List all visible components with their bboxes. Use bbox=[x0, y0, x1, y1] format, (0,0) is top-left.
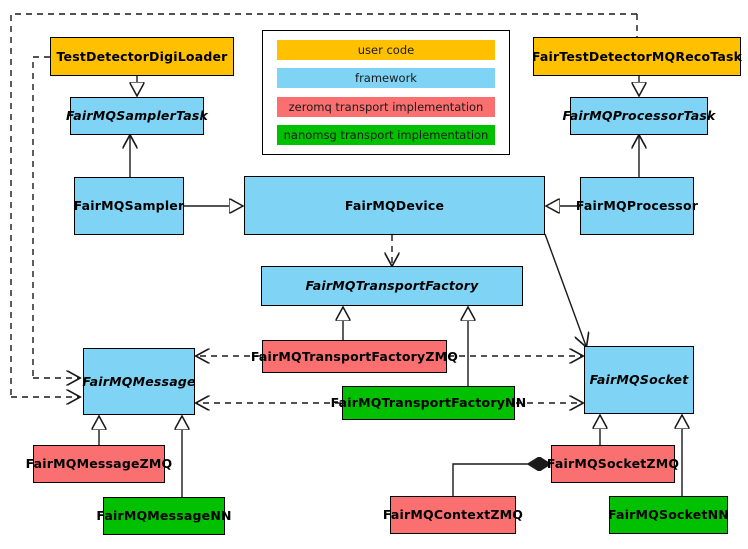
node-label: FairMQTransportFactoryNN bbox=[330, 395, 527, 411]
node-label: FairMQSampler bbox=[73, 198, 185, 214]
node-label: TestDetectorDigiLoader bbox=[56, 48, 228, 64]
node-label: FairMQSocketNN bbox=[608, 507, 729, 523]
node-label: FairMQProcessor bbox=[575, 198, 699, 214]
node-label: FairMQSocket bbox=[589, 372, 689, 388]
node-fairmq-transport-factory[interactable]: FairMQTransportFactory bbox=[261, 266, 523, 306]
node-label: FairMQSocketZMQ bbox=[546, 456, 680, 472]
node-label: FairMQMessage bbox=[82, 373, 196, 389]
node-fairmq-socket-nn[interactable]: FairMQSocketNN bbox=[608, 496, 729, 534]
node-fairmq-sampler[interactable]: FairMQSampler bbox=[74, 177, 184, 235]
legend-item-user-code: user code bbox=[277, 40, 495, 60]
node-label: FairMQSamplerTask bbox=[65, 108, 209, 124]
inner-dashed-frame bbox=[32, 56, 50, 378]
node-fairmq-message-nn[interactable]: FairMQMessageNN bbox=[96, 497, 231, 535]
node-label: FairMQMessageNN bbox=[96, 508, 232, 524]
node-label: FairMQContextZMQ bbox=[382, 507, 524, 523]
node-fairmq-sampler-task[interactable]: FairMQSamplerTask bbox=[66, 97, 208, 135]
node-label: FairMQMessageZMQ bbox=[25, 456, 173, 472]
node-fairmq-socket-zmq[interactable]: FairMQSocketZMQ bbox=[547, 445, 679, 483]
node-fairmq-processor[interactable]: FairMQProcessor bbox=[576, 177, 698, 235]
node-label: FairMQTransportFactory bbox=[305, 278, 479, 294]
node-fairmq-processor-task[interactable]: FairMQProcessorTask bbox=[562, 97, 715, 135]
legend-item-nanomsg: nanomsg transport implementation bbox=[277, 124, 495, 145]
legend-label: zeromq transport implementation bbox=[288, 99, 484, 114]
node-label: FairMQTransportFactoryZMQ bbox=[250, 348, 459, 364]
node-test-detector-digi-loader[interactable]: TestDetectorDigiLoader bbox=[50, 37, 234, 76]
node-fairmq-device[interactable]: FairMQDevice bbox=[244, 176, 545, 235]
node-label: FairTestDetectorMQRecoTask bbox=[531, 48, 743, 64]
node-fairmq-transport-factory-zmq[interactable]: FairMQTransportFactoryZMQ bbox=[251, 340, 458, 373]
node-label: FairMQProcessorTask bbox=[562, 108, 716, 124]
legend-label: user code bbox=[357, 43, 415, 57]
node-fair-test-detector-mq-reco-task[interactable]: FairTestDetectorMQRecoTask bbox=[531, 37, 743, 76]
legend-item-zeromq: zeromq transport implementation bbox=[277, 96, 495, 117]
node-fairmq-context-zmq[interactable]: FairMQContextZMQ bbox=[383, 496, 523, 534]
node-fairmq-message-zmq[interactable]: FairMQMessageZMQ bbox=[26, 445, 172, 483]
node-fairmq-socket[interactable]: FairMQSocket bbox=[584, 346, 694, 414]
legend: user code framework zeromq transport imp… bbox=[262, 30, 510, 155]
node-fairmq-message[interactable]: FairMQMessage bbox=[82, 348, 196, 415]
node-fairmq-transport-factory-nn[interactable]: FairMQTransportFactoryNN bbox=[331, 386, 526, 420]
legend-label: nanomsg transport implementation bbox=[283, 127, 489, 142]
legend-item-framework: framework bbox=[277, 68, 495, 89]
legend-label: framework bbox=[355, 71, 417, 86]
edge-contextzmq-to-socketzmq bbox=[452, 464, 549, 496]
edge-device-to-socket bbox=[544, 233, 586, 346]
node-label: FairMQDevice bbox=[344, 197, 445, 213]
